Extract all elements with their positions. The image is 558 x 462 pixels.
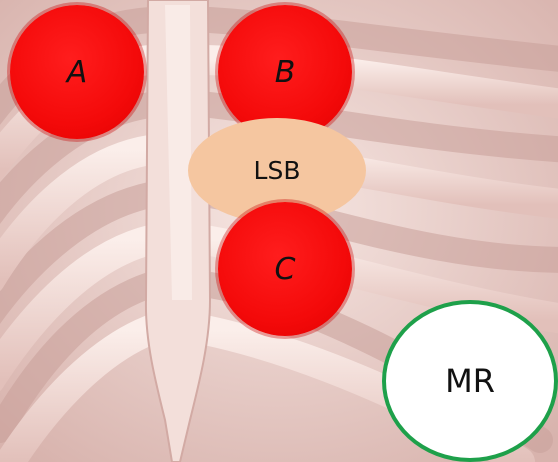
mr-label: MR [445, 362, 495, 400]
mr-marker: MR [382, 300, 558, 462]
point-c-label: C [275, 252, 296, 287]
point-b-label: B [275, 55, 296, 90]
point-a-label: A [67, 55, 88, 90]
auscultation-point-a: A [10, 5, 144, 139]
auscultation-point-c: C [218, 202, 352, 336]
lsb-label: LSB [254, 156, 301, 185]
